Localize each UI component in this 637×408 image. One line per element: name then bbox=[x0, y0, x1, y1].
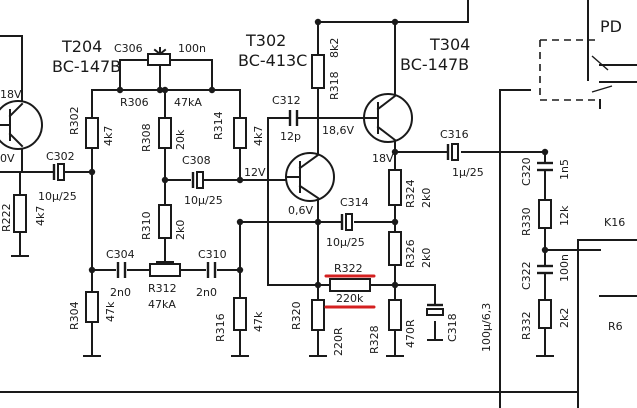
transistor-t204 bbox=[0, 100, 43, 150]
r326-value: 2k0 bbox=[420, 248, 433, 268]
t204-ref: T204 bbox=[61, 37, 102, 56]
r302-ref: R302 bbox=[68, 106, 81, 135]
c306-mid-ref: C308 bbox=[182, 154, 211, 167]
c304-ref: C304 bbox=[106, 248, 135, 261]
transistor-t302 bbox=[285, 152, 335, 202]
c318-ref: C318 bbox=[446, 313, 459, 342]
r314-ref: R314 bbox=[212, 111, 225, 140]
c314-value: 10µ/25 bbox=[326, 236, 365, 249]
r316-value: 47k bbox=[252, 311, 265, 332]
c312-ref: C312 bbox=[272, 94, 301, 107]
junction-dots bbox=[88, 18, 549, 289]
c320-ref: C320 bbox=[520, 157, 533, 186]
r312-value: 47kA bbox=[148, 298, 176, 311]
r324-ref: R324 bbox=[404, 179, 417, 208]
c316-ref: C316 bbox=[440, 128, 469, 141]
t302-type: BC-413C bbox=[238, 51, 307, 70]
r-edge-label: R6 bbox=[608, 320, 623, 333]
r304-ref: R304 bbox=[68, 301, 81, 330]
c306-top-value: 100n bbox=[178, 42, 206, 55]
c310-value: 2n0 bbox=[196, 286, 217, 299]
r310-value: 2k0 bbox=[174, 220, 187, 240]
k-label: K16 bbox=[604, 216, 625, 229]
r222-ref: R222 bbox=[0, 203, 13, 232]
c322-value: 100n bbox=[558, 254, 571, 282]
t304-type: BC-147B bbox=[400, 55, 469, 74]
r332-value: 2k2 bbox=[558, 308, 571, 328]
r330-ref: R330 bbox=[520, 207, 533, 236]
r316-ref: R316 bbox=[214, 313, 227, 342]
r320-ref: R320 bbox=[290, 301, 303, 330]
c320-value: 1n5 bbox=[558, 159, 571, 180]
t204-collector-voltage: 18V bbox=[0, 88, 22, 101]
c318-value: 100µ/6,3 bbox=[480, 303, 493, 352]
t302-collector-voltage: 12V bbox=[244, 166, 266, 179]
c322-ref: C322 bbox=[520, 261, 533, 290]
r308-ref: R308 bbox=[140, 123, 153, 152]
r306-ref: R306 bbox=[120, 96, 149, 109]
r328-ref: R328 bbox=[368, 325, 381, 354]
c306-top-ref: C306 bbox=[114, 42, 143, 55]
r222-value: 4k7 bbox=[34, 206, 47, 226]
capacitor-plates bbox=[47, 110, 553, 316]
t204-type: BC-147B bbox=[52, 57, 121, 76]
r314-value: 4k7 bbox=[252, 126, 265, 146]
c304-value: 2n0 bbox=[110, 286, 131, 299]
r320-value: 220R bbox=[332, 327, 345, 356]
r306-value: 47kA bbox=[174, 96, 202, 109]
r318-value: 8k2 bbox=[328, 38, 341, 58]
t304-base-voltage: 18,6V bbox=[322, 124, 354, 137]
r304-value: 47k bbox=[104, 301, 117, 322]
c316-value: 1µ/25 bbox=[452, 166, 484, 179]
c302-ref: C302 bbox=[46, 150, 75, 163]
c310-ref: C310 bbox=[198, 248, 227, 261]
r312-ref: R312 bbox=[148, 282, 177, 295]
resistor-bodies bbox=[13, 47, 552, 331]
r308-value: 20k bbox=[174, 129, 187, 150]
t304-emitter-voltage: 18V bbox=[372, 152, 394, 165]
r318-ref: R318 bbox=[328, 71, 341, 100]
c314-ref: C314 bbox=[340, 196, 369, 209]
t304-ref: T304 bbox=[429, 35, 470, 54]
r330-value: 12k bbox=[558, 205, 571, 226]
r302-value: 4k7 bbox=[102, 126, 115, 146]
r326-ref: R326 bbox=[404, 239, 417, 268]
t204-emitter-voltage: 0V bbox=[0, 152, 15, 165]
r332-ref: R332 bbox=[520, 311, 533, 340]
t302-emitter-voltage: 0,6V bbox=[288, 204, 313, 217]
pd-label: PD bbox=[600, 17, 622, 36]
c302-value: 10µ/25 bbox=[38, 190, 77, 203]
t302-ref: T302 bbox=[245, 31, 286, 50]
r324-value: 2k0 bbox=[420, 188, 433, 208]
transistor-t304 bbox=[359, 93, 413, 143]
r328-value: 470R bbox=[404, 319, 417, 348]
r322-value: 220k bbox=[336, 292, 364, 305]
c306-mid-value: 10µ/25 bbox=[184, 194, 223, 207]
r322-ref: R322 bbox=[334, 262, 363, 275]
r310-ref: R310 bbox=[140, 211, 153, 240]
c312-value: 12p bbox=[280, 130, 301, 143]
